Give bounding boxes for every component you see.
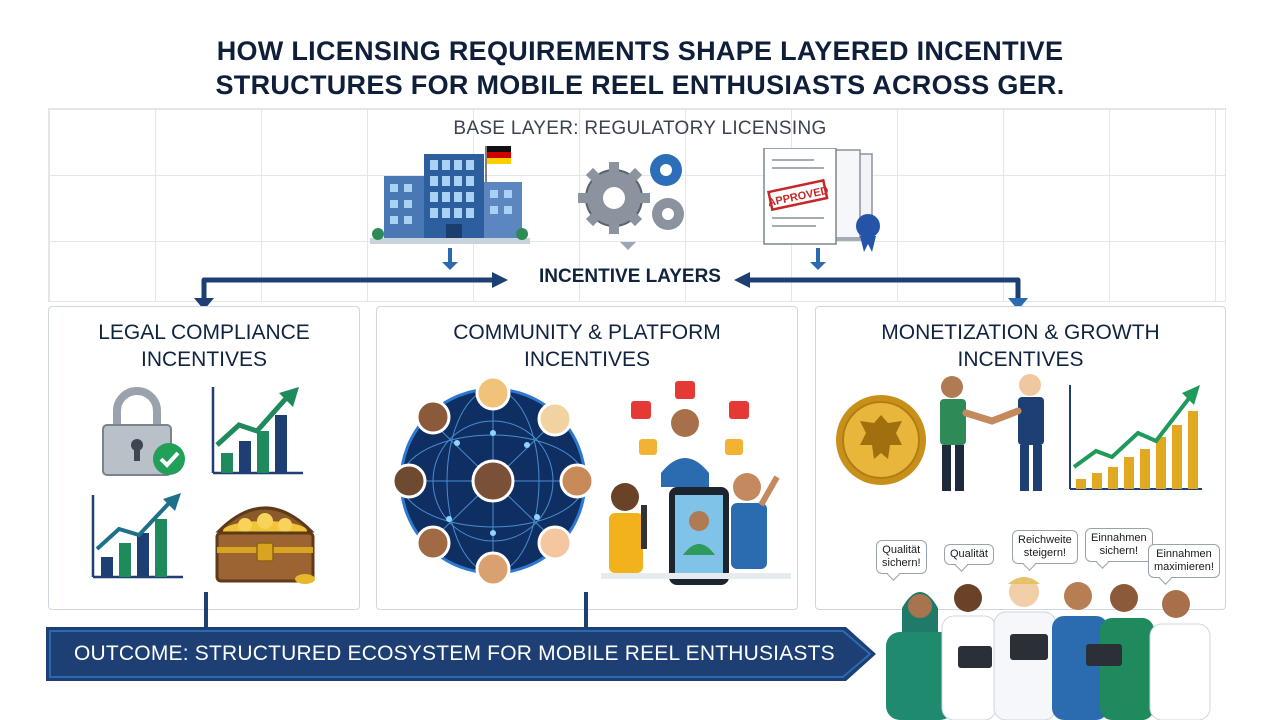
panel-title: MONETIZATION & GROWTH INCENTIVES	[816, 319, 1225, 373]
panel-title-line-1: MONETIZATION & GROWTH	[881, 321, 1160, 344]
outcome-banner: OUTCOME: STRUCTURED ECOSYSTEM FOR MOBILE…	[46, 627, 876, 681]
bar-growth-icon	[91, 493, 183, 579]
panel-title-line-1: LEGAL COMPLIANCE	[98, 321, 310, 344]
bar-growth-icon	[1069, 385, 1202, 490]
german-flag-icon	[487, 146, 511, 164]
panel-title-line-2: INCENTIVES	[140, 348, 268, 371]
network-globe-icon	[391, 375, 595, 587]
title-line-1: HOW LICENSING REQUIREMENTS SHAPE LAYERED…	[216, 36, 1064, 66]
outcome-label: OUTCOME: STRUCTURED ECOSYSTEM FOR MOBILE…	[74, 642, 835, 665]
panel-title-line-2: INCENTIVES	[957, 348, 1084, 371]
bubble-line-1: Einnahmen	[1091, 532, 1147, 544]
page-title: HOW LICENSING REQUIREMENTS SHAPE LAYERED…	[0, 34, 1280, 102]
bubble-line-1: Einnahmen	[1156, 548, 1212, 560]
title-line-2: STRUCTURES FOR MOBILE REEL ENTHUSIASTS A…	[215, 70, 1065, 100]
connector-arrows	[194, 242, 1028, 310]
gears-icon	[578, 154, 684, 234]
panel-title: LEGAL COMPLIANCE INCENTIVES	[49, 319, 359, 373]
bubble-line-2: sichern!	[882, 557, 921, 569]
panel-community-platform: COMMUNITY & PLATFORM INCENTIVES	[376, 306, 798, 610]
panel-title-line-2: INCENTIVES	[523, 348, 651, 371]
outcome-connector-lines	[204, 592, 588, 628]
panel-title: COMMUNITY & PLATFORM INCENTIVES	[377, 319, 797, 373]
bubble-line-1: Qualität	[950, 548, 988, 560]
document-approved-icon: APPROVED	[763, 148, 880, 252]
panel-legal-compliance: LEGAL COMPLIANCE INCENTIVES	[48, 306, 360, 610]
bubble-line-1: Reichweite	[1018, 534, 1072, 546]
speech-bubble: Einnahmen sichern!	[1085, 528, 1153, 562]
speech-bubble: Einnahmen maximieren!	[1148, 544, 1220, 578]
speech-bubble: Qualität sichern!	[876, 540, 927, 574]
bubble-line-2: sichern!	[1099, 545, 1139, 557]
enthusiasts-group-icon	[886, 577, 1211, 720]
social-creators-icon	[601, 381, 791, 585]
gold-coin-eagle-icon	[836, 395, 926, 485]
office-building-icon	[370, 146, 530, 244]
speech-bubble: Reichweite steigern!	[1012, 530, 1078, 564]
bubble-line-2: maximieren!	[1154, 561, 1214, 573]
base-layer-label: BASE LAYER: REGULATORY LICENSING	[453, 118, 827, 139]
padlock-check-icon	[102, 387, 185, 476]
panel-title-line-1: COMMUNITY & PLATFORM	[453, 321, 721, 344]
bubble-line-1: Qualität	[882, 544, 921, 556]
treasure-chest-icon	[215, 506, 315, 584]
handshake-icon	[940, 374, 1044, 491]
bubble-line-2: steigern!	[1023, 547, 1066, 559]
speech-bubble: Qualität	[944, 544, 994, 565]
growth-chart-icon	[211, 387, 303, 475]
incentive-layers-label: INCENTIVE LAYERS	[539, 266, 721, 287]
